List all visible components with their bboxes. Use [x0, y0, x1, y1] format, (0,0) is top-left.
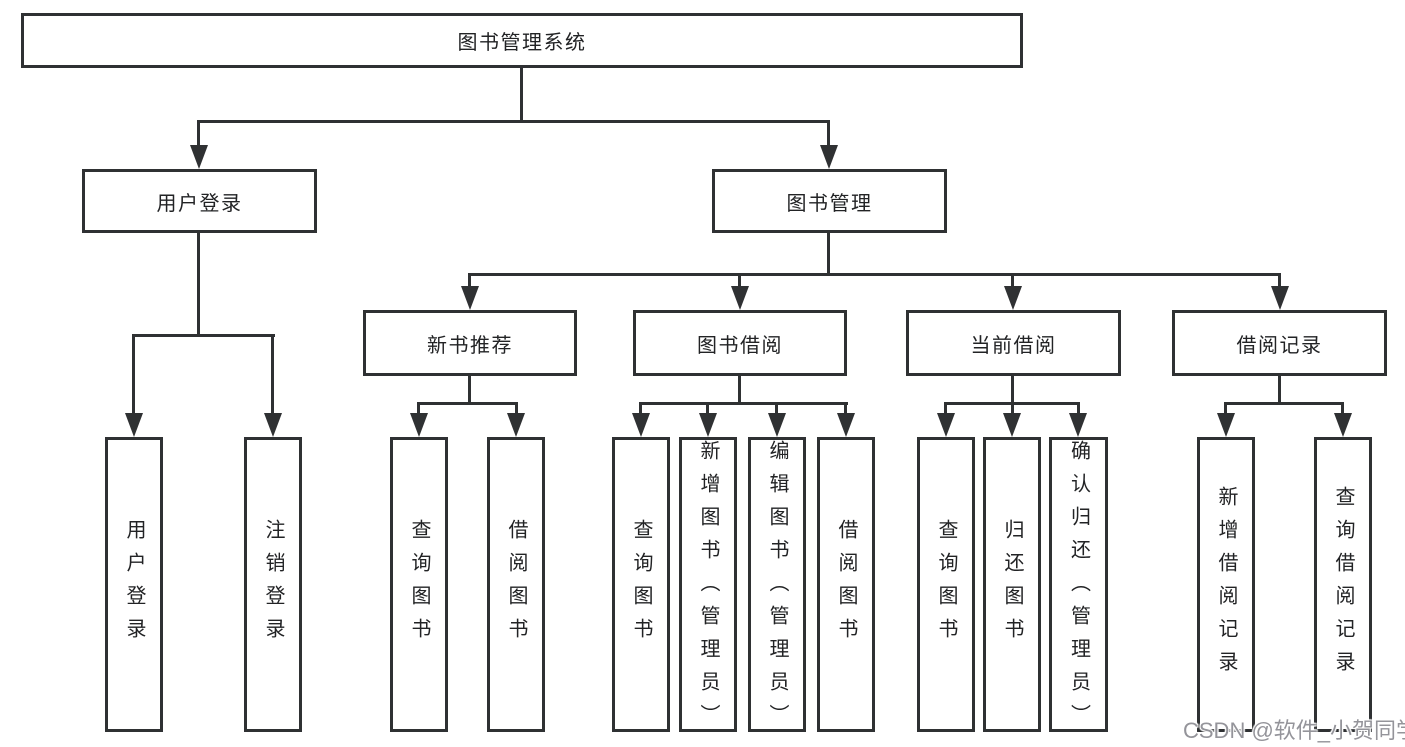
node-label: 注销登录: [262, 518, 284, 651]
node-label: 确认归还（管理员）: [1067, 440, 1090, 737]
arrow-down-icon: [937, 413, 955, 437]
connector-line: [515, 402, 518, 416]
connector-line: [1278, 376, 1281, 405]
connector-line: [1224, 402, 1227, 416]
leaf-query-borrow-record: 查询借阅记录: [1314, 437, 1372, 732]
connector-line: [132, 334, 275, 337]
node-label: 新书推荐: [427, 334, 513, 357]
connector-line: [1011, 376, 1014, 405]
leaf-query-books-3: 查询图书: [917, 437, 975, 732]
leaf-query-books-2: 查询图书: [612, 437, 670, 732]
arrow-down-icon: [410, 413, 428, 437]
node-label: 图书管理系统: [457, 32, 587, 54]
arrow-down-icon: [264, 413, 282, 437]
leaf-edit-books-admin: 编辑图书（管理员）: [748, 437, 806, 737]
connector-line: [944, 402, 947, 416]
arrow-down-icon: [1334, 413, 1352, 437]
leaf-add-books-admin: 新增图书（管理员）: [679, 437, 737, 737]
connector-line: [1011, 402, 1014, 416]
connector-line: [1341, 402, 1344, 416]
connector-line: [197, 120, 830, 123]
connector-line: [468, 273, 471, 289]
node-label: 查询图书: [408, 518, 430, 651]
connector-line: [197, 233, 200, 337]
connector-line: [468, 376, 471, 405]
connector-line: [1011, 273, 1014, 289]
connector-line: [738, 273, 741, 289]
node-label: 归还图书: [1001, 518, 1023, 651]
connector-line: [775, 402, 778, 416]
arrow-down-icon: [1217, 413, 1235, 437]
node-book-management: 图书管理: [712, 169, 947, 233]
arrow-down-icon: [1004, 286, 1022, 310]
node-label: 借阅图书: [505, 518, 527, 651]
arrow-down-icon: [699, 413, 717, 437]
node-label: 查询图书: [935, 518, 957, 651]
node-label: 图书借阅: [697, 334, 783, 357]
arrow-down-icon: [768, 413, 786, 437]
leaf-user-login: 用户登录: [105, 437, 163, 732]
arrow-down-icon: [1271, 286, 1289, 310]
leaf-return-books: 归还图书: [983, 437, 1041, 732]
node-label: 用户登录: [156, 192, 243, 215]
arrow-down-icon: [731, 286, 749, 310]
csdn-watermark: CSDN @软件_小贺同学: [1183, 718, 1405, 743]
connector-line: [827, 233, 830, 275]
node-label: 图书管理: [786, 192, 873, 215]
node-label: 查询借阅记录: [1332, 485, 1354, 684]
leaf-logout: 注销登录: [244, 437, 302, 732]
connector-line: [738, 376, 741, 405]
node-current-borrow: 当前借阅: [906, 310, 1121, 376]
node-user-login: 用户登录: [82, 169, 317, 233]
connector-line: [520, 68, 523, 123]
node-label: 查询图书: [630, 518, 652, 651]
leaf-query-books-1: 查询图书: [390, 437, 448, 732]
connector-line: [417, 402, 420, 416]
node-new-book-recommend: 新书推荐: [363, 310, 577, 376]
connector-line: [639, 402, 642, 416]
arrow-down-icon: [632, 413, 650, 437]
leaf-borrow-books-2: 借阅图书: [817, 437, 875, 732]
node-label: 新增借阅记录: [1215, 485, 1237, 684]
connector-line: [417, 402, 518, 405]
arrow-down-icon: [1003, 413, 1021, 437]
arrow-down-icon: [461, 286, 479, 310]
arrow-down-icon: [820, 145, 838, 169]
leaf-add-borrow-record: 新增借阅记录: [1197, 437, 1255, 732]
connector-line: [1224, 402, 1344, 405]
arrow-down-icon: [837, 413, 855, 437]
connector-line: [706, 402, 709, 416]
node-label: 借阅图书: [835, 518, 857, 651]
node-borrow-records: 借阅记录: [1172, 310, 1387, 376]
connector-line: [468, 273, 1281, 276]
connector-line: [827, 120, 830, 148]
connector-line: [844, 402, 847, 416]
leaf-borrow-books-1: 借阅图书: [487, 437, 545, 732]
node-label: 借阅记录: [1236, 334, 1323, 357]
arrow-down-icon: [507, 413, 525, 437]
node-book-borrow: 图书借阅: [633, 310, 847, 376]
leaf-confirm-return-admin: 确认归还（管理员）: [1049, 437, 1108, 737]
connector-line: [132, 334, 135, 416]
connector-line: [197, 120, 200, 148]
arrow-down-icon: [125, 413, 143, 437]
node-label: 编辑图书（管理员）: [766, 440, 788, 737]
arrow-down-icon: [1069, 413, 1087, 437]
node-label: 当前借阅: [970, 334, 1057, 357]
connector-line: [639, 402, 848, 405]
connector-line: [1278, 273, 1281, 289]
arrow-down-icon: [190, 145, 208, 169]
connector-line: [271, 334, 274, 416]
node-root-library-system: 图书管理系统: [21, 13, 1023, 68]
connector-line: [1077, 402, 1080, 416]
node-label: 用户登录: [123, 518, 145, 651]
node-label: 新增图书（管理员）: [697, 440, 719, 737]
